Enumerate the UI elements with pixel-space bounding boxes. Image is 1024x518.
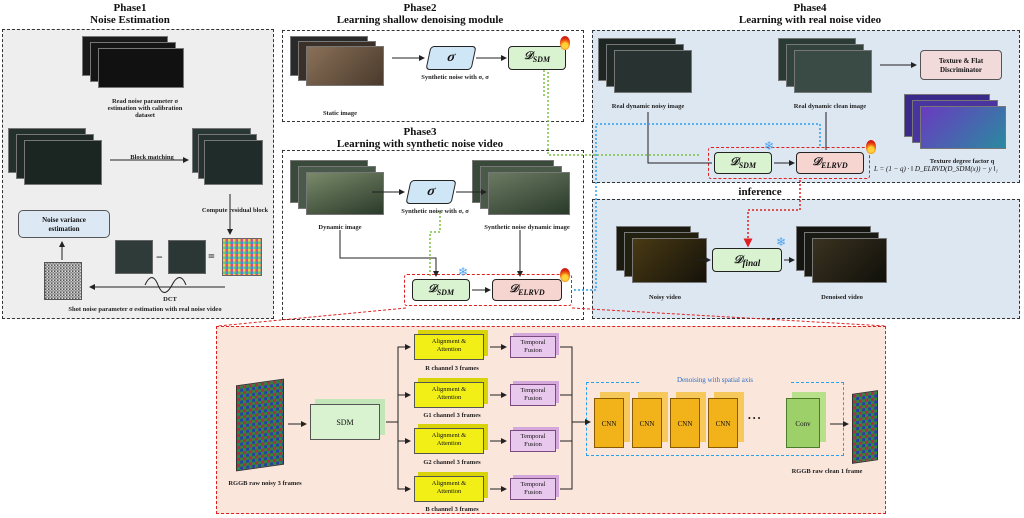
input-label: RGGB raw noisy 3 frames (228, 480, 302, 487)
denoised-video-label: Denoised video (821, 294, 863, 301)
cnn-block-1: CNN (594, 398, 624, 448)
inference-title: inference (738, 186, 782, 198)
noise-patch (44, 262, 82, 300)
fire-icon (560, 268, 570, 282)
phase1-connectors (59, 157, 233, 293)
align-attention-g2: Alignment &Attention (414, 428, 484, 454)
b-channel-label: B channel 3 frames (425, 506, 479, 513)
static-image-label: Static image (322, 110, 358, 117)
align-attention-r: Alignment &Attention (414, 334, 484, 360)
g1-channel-label: G1 channel 3 frames (423, 412, 481, 419)
final-conv-block: Conv (786, 398, 820, 448)
spatial-axis-label: Denoising with spatial axis (640, 376, 790, 384)
cnn-block-3: CNN (670, 398, 700, 448)
real-clean-label: Real dynamic clean image (793, 103, 867, 110)
phase3-synthetic-label: Synthetic noise with σ, σ (401, 208, 469, 215)
fire-icon (560, 36, 570, 50)
compute-residual-label: Compute residual block (201, 207, 269, 214)
block-b (168, 240, 206, 274)
snowflake-icon: ❄ (458, 265, 469, 279)
shot-noise-label: Shot noise parameter σ estimation with r… (68, 306, 222, 313)
block-matching-label: Block matching (130, 154, 174, 161)
minus-sign: − (156, 250, 163, 264)
cnn-block-4: CNN (708, 398, 738, 448)
g2-channel-label: G2 channel 3 frames (423, 459, 481, 466)
phase3-sdm-module: 𝒟SDM (412, 279, 470, 301)
phase3-model-frame (404, 274, 572, 306)
ellipsis: • • • (748, 414, 761, 423)
align-attention-g1: Alignment &Attention (414, 382, 484, 408)
matched-block-frames (192, 128, 267, 190)
dct-label: DCT (163, 296, 177, 303)
real-noise-video-frames (8, 128, 108, 190)
phase4-elrvd-module: 𝒟ELRVD (796, 152, 864, 174)
loss-formula: L = (1 − q) · ‖ D_ELRVD(D_SDM(x)) − y ‖₁ (874, 165, 998, 173)
snowflake-icon: ❄ (776, 235, 787, 249)
align-attention-b: Alignment &Attention (414, 476, 484, 502)
final-module: 𝒟final (712, 248, 782, 272)
calibration-frames (82, 36, 192, 92)
cnn-block-2: CNN (632, 398, 662, 448)
noisy-video-frames (616, 226, 712, 288)
texture-degree-label: Texture degree factor q (929, 158, 995, 165)
phase2-sdm-module: 𝒟SDM (508, 46, 566, 70)
block-a (115, 240, 153, 274)
phase3-elrvd-module: 𝒟ELRVD (492, 279, 562, 301)
synthetic-dynamic-label: Synthetic noise dynamic image (484, 224, 570, 231)
equals-sign: = (208, 249, 215, 263)
real-noisy-frames (598, 38, 698, 98)
static-image-frames (290, 36, 390, 91)
dynamic-image-label: Dynamic image (318, 224, 362, 231)
noisy-video-label: Noisy video (649, 294, 681, 301)
r-channel-label: R channel 3 frames (425, 365, 479, 372)
real-noisy-label: Real dynamic noisy image (611, 103, 685, 110)
real-clean-frames (778, 38, 878, 98)
phase4-sdm-module: 𝒟SDM (714, 152, 772, 174)
fire-icon (866, 140, 876, 154)
texture-map-frames (904, 94, 1014, 154)
detail-sdm-block: SDM (310, 404, 380, 440)
synthetic-dynamic-frames (472, 160, 577, 220)
phase2-synthetic-label: Synthetic noise with σ, σ (421, 74, 489, 81)
output-label: RGGB raw clean 1 frame (791, 468, 863, 475)
dynamic-image-frames (290, 160, 390, 220)
snowflake-icon: ❄ (764, 139, 775, 153)
residual-block (222, 238, 262, 276)
denoised-video-frames (796, 226, 892, 288)
